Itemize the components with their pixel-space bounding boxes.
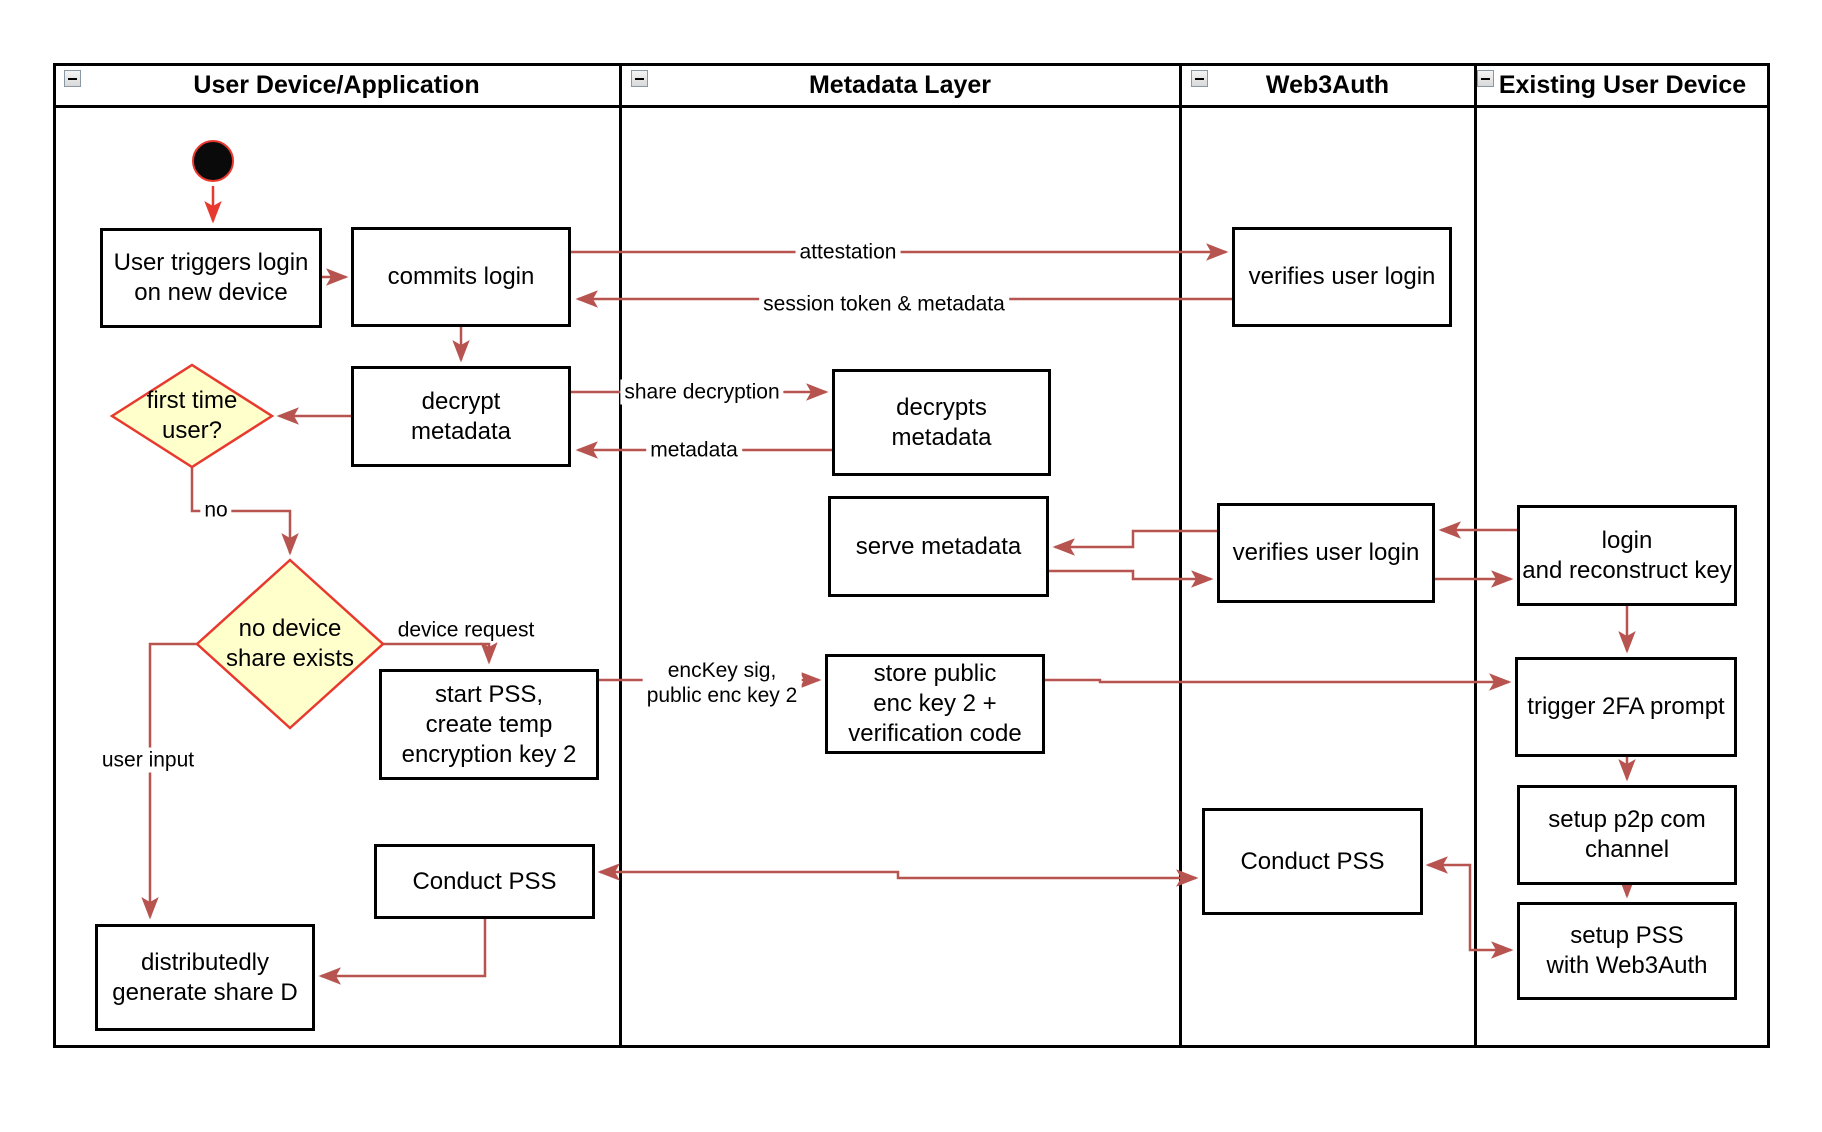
node-label: User triggers login on new device: [113, 249, 309, 306]
node-label: verifies user login: [1232, 539, 1420, 566]
header-divider: [53, 105, 1770, 108]
node-label: setup p2p com channel: [1548, 806, 1706, 863]
node-label: start PSS, create temp encryption key 2: [401, 680, 577, 768]
lane-title-label: Web3Auth: [1265, 71, 1390, 99]
collapse-icon[interactable]: [631, 70, 648, 87]
edge-serve-to-verifies2: [1049, 569, 1214, 588]
decision-no-device-share[interactable]: [195, 558, 385, 730]
edge-label-device-request: device request: [393, 617, 539, 643]
node-serve-metadata[interactable]: serve metadata: [828, 496, 1049, 597]
initial-node[interactable]: [192, 140, 234, 182]
node-distributedly-generate-share[interactable]: distributedly generate share D: [95, 924, 315, 1031]
node-store-public-enc-key[interactable]: store public enc key 2 + verification co…: [825, 654, 1045, 754]
lane-header-user-device[interactable]: User Device/Application: [53, 66, 620, 105]
edge-setup-pss-conduct-pss: [1425, 856, 1514, 959]
node-label: decrypt metadata: [410, 387, 512, 445]
node-start-pss[interactable]: start PSS, create temp encryption key 2: [379, 669, 599, 780]
edge-no-branch: [190, 467, 299, 556]
node-label: distributedly generate share D: [112, 948, 298, 1006]
node-decrypt-metadata[interactable]: decrypt metadata: [351, 366, 571, 467]
edge-label-enckey: encKey sig, public enc key 2: [642, 658, 802, 708]
node-user-triggers-login[interactable]: User triggers login on new device: [100, 228, 322, 328]
collapse-icon[interactable]: [64, 70, 81, 87]
node-label: Conduct PSS: [1240, 847, 1385, 875]
node-label: Conduct PSS: [412, 867, 557, 895]
edge-conduct-pss-link: [597, 863, 1199, 887]
node-verifies-user-login-2[interactable]: verifies user login: [1217, 503, 1435, 603]
lane-header-existing-device[interactable]: Existing User Device: [1475, 66, 1770, 105]
lane-divider-2: [1179, 63, 1182, 1048]
edge-label-metadata: metadata: [646, 437, 742, 463]
node-commits-login[interactable]: commits login: [351, 227, 571, 327]
lane-divider-3: [1474, 63, 1477, 1048]
lane-title-label: User Device/Application: [193, 71, 480, 99]
collapse-icon[interactable]: [1477, 70, 1494, 87]
node-label: setup PSS with Web3Auth: [1546, 922, 1708, 979]
lane-header-web3auth[interactable]: Web3Auth: [1180, 66, 1475, 105]
node-label: trigger 2FA prompt: [1527, 693, 1725, 720]
edge-label-attestation: attestation: [795, 239, 901, 265]
decision-label-no-device-share: no device share exists: [225, 615, 355, 672]
edge-store-to-2fa: [1045, 673, 1512, 691]
lane-divider-1: [619, 63, 622, 1048]
node-conduct-pss-user-device[interactable]: Conduct PSS: [374, 844, 595, 919]
lane-title-label: Metadata Layer: [808, 71, 992, 99]
node-conduct-pss-web3auth[interactable]: Conduct PSS: [1202, 808, 1423, 915]
node-label: commits login: [387, 263, 535, 290]
collapse-icon[interactable]: [1191, 70, 1208, 87]
node-label: verifies user login: [1248, 263, 1436, 290]
edge-label-session-token: session token & metadata: [759, 291, 1009, 317]
node-setup-p2p-channel[interactable]: setup p2p com channel: [1517, 785, 1737, 885]
edge-label-no: no: [200, 497, 232, 523]
node-label: store public enc key 2 + verification co…: [848, 660, 1022, 747]
edge-verifies2-to-serve: [1052, 529, 1217, 556]
decision-first-time-user[interactable]: [109, 363, 275, 469]
edge-device-request: [383, 642, 498, 665]
node-trigger-2fa[interactable]: trigger 2FA prompt: [1515, 657, 1737, 757]
node-login-reconstruct-key[interactable]: login and reconstruct key: [1517, 505, 1737, 606]
node-label: decrypts metadata: [891, 393, 992, 451]
node-verifies-user-login-1[interactable]: verifies user login: [1232, 227, 1452, 327]
lane-header-metadata-layer[interactable]: Metadata Layer: [620, 66, 1180, 105]
lane-title-label: Existing User Device: [1498, 71, 1747, 99]
node-label: login and reconstruct key: [1522, 526, 1732, 584]
edge-label-share-decryption: share decryption: [620, 379, 784, 405]
decision-label-first-time: first time user?: [146, 387, 238, 444]
node-setup-pss-web3auth[interactable]: setup PSS with Web3Auth: [1517, 902, 1737, 1000]
edge-conduct-to-generate-share: [318, 919, 487, 985]
edge-label-user-input: user input: [97, 747, 199, 773]
diagram-frame: [53, 63, 1770, 1048]
node-decrypts-metadata[interactable]: decrypts metadata: [832, 369, 1051, 476]
edge-user-input: [141, 642, 197, 920]
node-label: serve metadata: [855, 532, 1022, 560]
